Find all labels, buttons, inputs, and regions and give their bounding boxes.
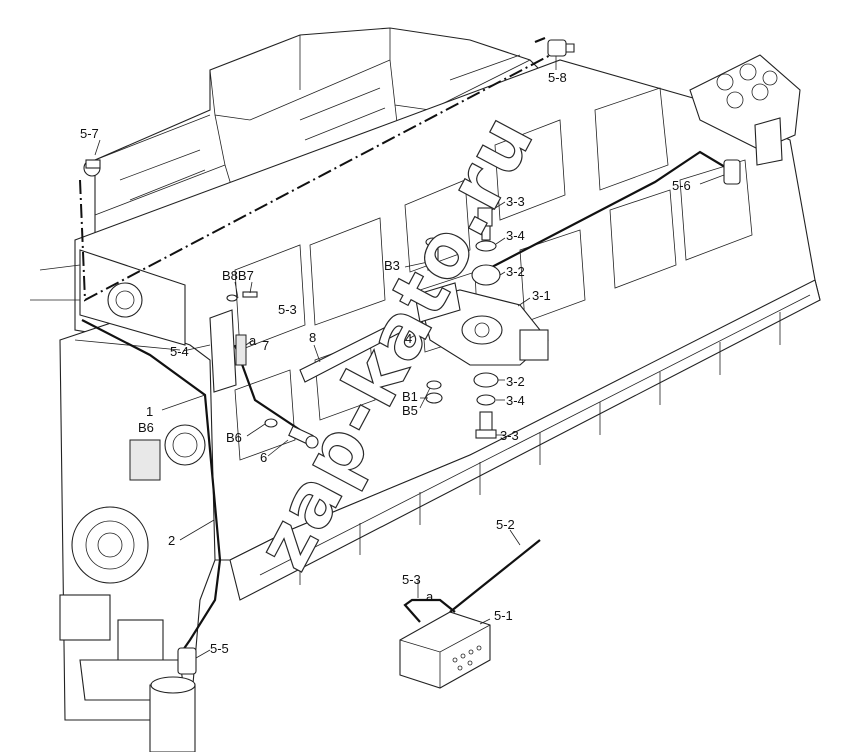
bolt-3-3-bot — [475, 411, 497, 439]
label-8: 8 — [309, 330, 316, 345]
label-3-1: 3-1 — [532, 288, 551, 303]
bolt-3-3-top — [477, 207, 493, 241]
label-5-1: 5-1 — [494, 608, 513, 623]
label-5-5: 5-5 — [210, 641, 229, 656]
label-5-6: 5-6 — [672, 178, 691, 193]
label-b1: B1 — [402, 389, 418, 404]
label-1: 1 — [146, 404, 153, 419]
washer-3-4-bot — [476, 394, 496, 406]
washer-b8 — [226, 294, 238, 302]
label-a-bot: a — [426, 589, 434, 604]
label-3-3-top: 3-3 — [506, 194, 525, 209]
stud-6 — [288, 425, 319, 449]
label-5-3-bot: 5-3 — [402, 572, 421, 587]
label-b3: B3 — [384, 258, 400, 273]
label-3-4-bot: 3-4 — [506, 393, 525, 408]
label-5-3-top: 5-3 — [278, 302, 297, 317]
label-4: 4 — [405, 331, 412, 346]
label-a-top: a — [249, 333, 257, 348]
label-b5: B5 — [402, 403, 418, 418]
cable-5-3 — [403, 598, 456, 623]
sensor-5-5 — [177, 647, 197, 675]
sensor-5-8 — [547, 39, 575, 57]
label-b6-mid: B6 — [226, 430, 242, 445]
cable-5-2 — [449, 539, 541, 613]
label-3-2-bot: 3-2 — [506, 374, 525, 389]
label-5-8: 5-8 — [548, 70, 567, 85]
label-b6-left: B6 — [138, 420, 154, 435]
fitting-3-2-bot — [473, 372, 499, 388]
washer-b5 — [426, 380, 442, 390]
sensor-5-7 — [83, 159, 101, 177]
sensor-5-6 — [723, 159, 741, 185]
label-7: 7 — [262, 338, 269, 353]
leader-lines — [94, 56, 725, 659]
label-3-2-top: 3-2 — [506, 264, 525, 279]
label-5-7: 5-7 — [80, 126, 99, 141]
nut-b1 — [425, 392, 443, 404]
washer-b6 — [264, 418, 278, 428]
label-6: 6 — [260, 450, 267, 465]
module-5-4 — [209, 309, 247, 393]
screw-b3 — [425, 237, 441, 271]
label-5-2: 5-2 — [496, 517, 515, 532]
label-3-4-top: 3-4 — [506, 228, 525, 243]
washer-3-4-top — [475, 240, 497, 252]
control-unit-5-1 — [399, 611, 491, 689]
label-2: 2 — [168, 533, 175, 548]
label-b8b7: B8B7 — [222, 268, 254, 283]
label-3-3-bot: 3-3 — [500, 428, 519, 443]
callout-labels: 5-7 5-8 5-6 3-3 3-4 3-2 3-1 B3 B8B7 5-3 … — [80, 70, 691, 656]
bracket-4 — [414, 282, 461, 323]
bar-8 — [299, 319, 406, 383]
label-5-4: 5-4 — [170, 344, 189, 359]
